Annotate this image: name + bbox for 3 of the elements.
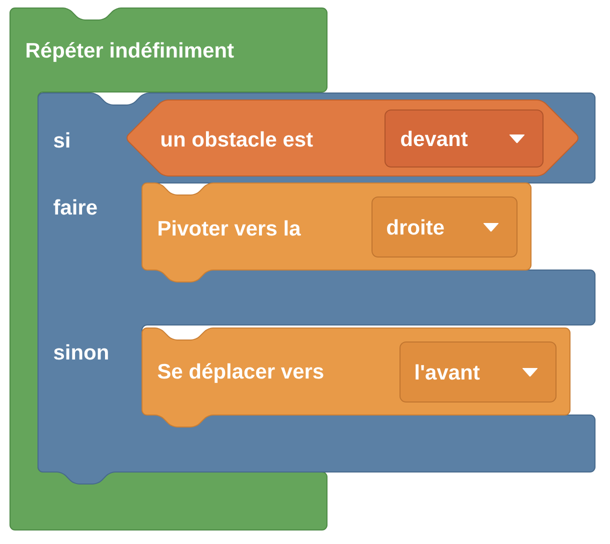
dropdown: droite [372, 196, 518, 258]
dropdown: devant [384, 110, 544, 168]
dropdown: l'avant [400, 342, 556, 402]
